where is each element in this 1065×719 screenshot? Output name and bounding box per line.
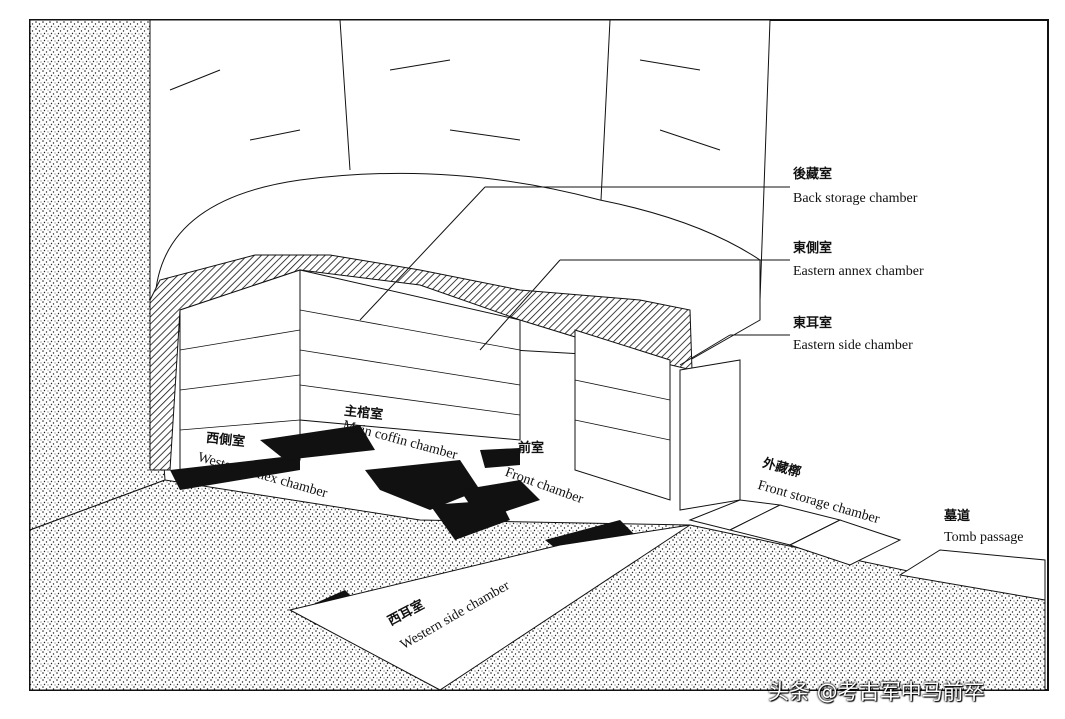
label-eastern-annex-en: Eastern annex chamber (793, 264, 924, 279)
left-earth-wall (29, 19, 166, 531)
label-tomb-passage-zh: 墓道 (944, 508, 971, 523)
western-side-chamber-floor (288, 524, 691, 691)
watermark: 头条 @考古军中马前卒 (768, 680, 985, 704)
label-eastern-side-en: Eastern side chamber (793, 338, 913, 353)
label-back-storage-en: Back storage chamber (793, 191, 918, 206)
label-tomb-passage-en: Tomb passage (944, 530, 1024, 545)
label-eastern-side-zh: 東耳室 (793, 315, 833, 330)
label-eastern-annex-zh: 東側室 (793, 240, 833, 255)
label-back-storage-zh: 後藏室 (793, 166, 833, 181)
label-front-zh: 前室 (518, 440, 545, 455)
